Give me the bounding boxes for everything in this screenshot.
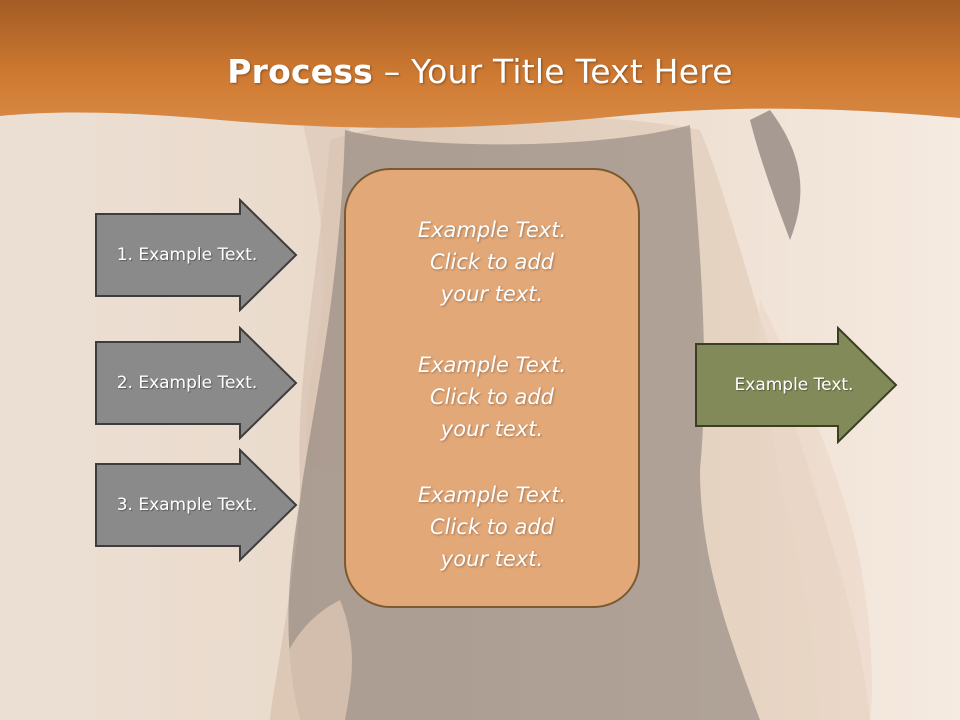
center-block-2: Example Text. Click to add your text. xyxy=(346,349,638,445)
left-arrow-1[interactable]: 1. Example Text. xyxy=(94,198,300,312)
arrow-shape-icon xyxy=(95,326,298,440)
block-3-line-1: Example Text. xyxy=(417,483,567,507)
left-arrow-1-label: 1. Example Text. xyxy=(116,245,258,265)
slide-title: Process – Your Title Text Here xyxy=(0,52,960,91)
right-arrow-label: Example Text. xyxy=(734,375,854,395)
arrow-shape-icon xyxy=(95,198,298,312)
block-3-line-2: Click to add xyxy=(429,515,554,539)
block-1-line-2: Click to add xyxy=(429,250,554,274)
block-2-line-1: Example Text. xyxy=(417,353,567,377)
block-1-line-1: Example Text. xyxy=(417,218,567,242)
block-2-line-3: your text. xyxy=(440,417,544,441)
header-band xyxy=(0,0,960,128)
center-block-3: Example Text. Click to add your text. xyxy=(346,479,638,575)
left-arrow-2-label: 2. Example Text. xyxy=(116,373,258,393)
block-2-line-2: Click to add xyxy=(429,385,554,409)
center-text-box[interactable]: Example Text. Click to add your text. Ex… xyxy=(344,168,640,608)
center-block-1: Example Text. Click to add your text. xyxy=(346,214,638,310)
right-arrow[interactable]: Example Text. xyxy=(694,326,900,444)
left-arrow-3-label: 3. Example Text. xyxy=(116,495,258,515)
title-bold: Process xyxy=(227,52,374,91)
left-arrow-2[interactable]: 2. Example Text. xyxy=(94,326,300,440)
block-3-line-3: your text. xyxy=(440,547,544,571)
title-rest: – Your Title Text Here xyxy=(373,52,733,91)
block-1-line-3: your text. xyxy=(440,282,544,306)
left-arrow-3[interactable]: 3. Example Text. xyxy=(94,448,300,562)
arrow-shape-icon xyxy=(695,326,898,444)
arrow-shape-icon xyxy=(95,448,298,562)
